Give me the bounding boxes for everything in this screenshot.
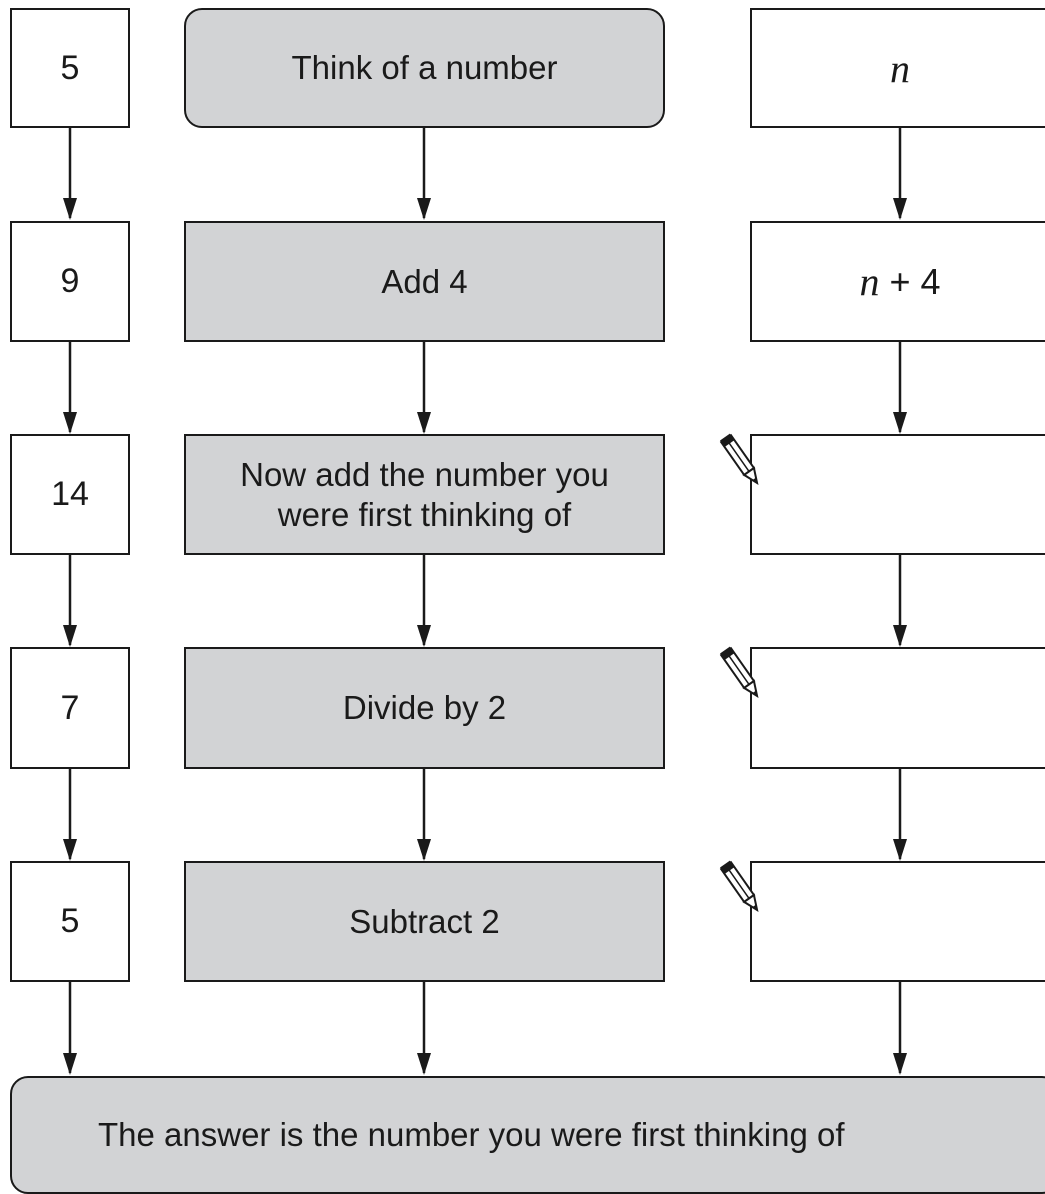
answer-box-2[interactable] <box>750 647 1045 769</box>
answer-box-1[interactable] <box>750 434 1045 555</box>
answer-box-3[interactable] <box>750 861 1045 982</box>
algebra-var-n: n <box>890 45 910 91</box>
pencil-icon <box>719 860 759 913</box>
left-value-2: 9 <box>10 221 130 342</box>
step-divide-by-2: Divide by 2 <box>184 647 665 769</box>
left-value-4: 7 <box>10 647 130 769</box>
left-value-1: 5 <box>10 8 130 128</box>
step-add-4: Add 4 <box>184 221 665 342</box>
step-add-original: Now add the number you were first thinki… <box>184 434 665 555</box>
final-answer-box: The answer is the number you were first … <box>10 1076 1045 1194</box>
step-think-of-number: Think of a number <box>184 8 665 128</box>
step-subtract-2: Subtract 2 <box>184 861 665 982</box>
pencil-icon <box>719 433 759 486</box>
algebra-box-2: n + 4 <box>750 221 1045 342</box>
final-answer-text: The answer is the number you were first … <box>98 1116 845 1153</box>
pencil-icon <box>719 646 759 699</box>
algebra-var-n: n <box>859 259 880 304</box>
left-value-3: 14 <box>10 434 130 555</box>
algebra-plus-4: + 4 <box>879 260 941 302</box>
left-value-5: 5 <box>10 861 130 982</box>
algebra-box-1: n <box>750 8 1045 128</box>
